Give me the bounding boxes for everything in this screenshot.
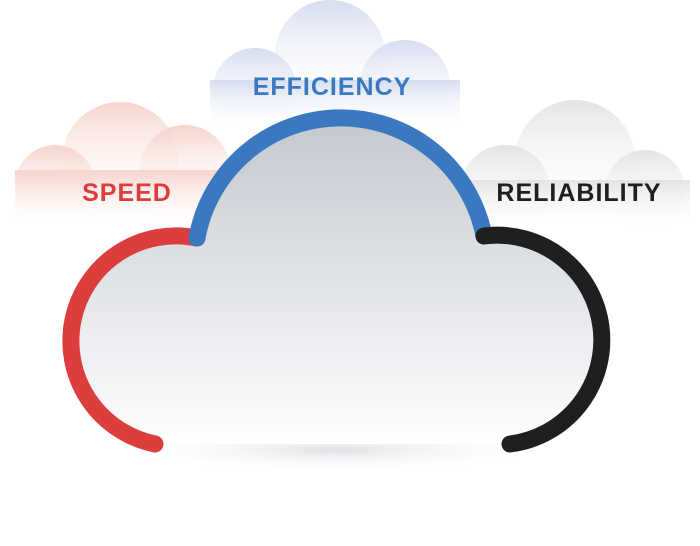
reliability-label: RELIABILITY (496, 179, 661, 207)
efficiency-arc (188, 109, 493, 247)
reliability-arc (475, 226, 611, 453)
efficiency-label: EFFICIENCY (253, 73, 412, 101)
efficiency-background-cloud (210, 0, 460, 132)
speed-arc (62, 227, 206, 453)
reliability-background-cloud (460, 100, 690, 235)
speed-label: SPEED (82, 179, 172, 207)
